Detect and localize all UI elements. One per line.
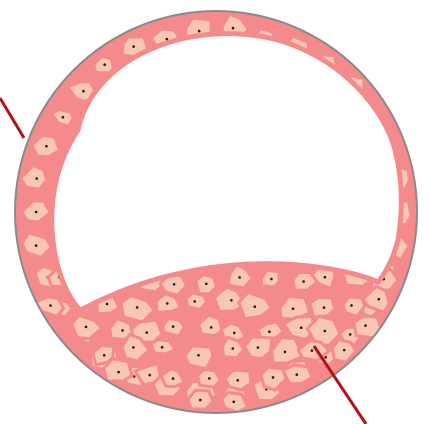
cell-nucleus [136, 306, 139, 309]
cell-nucleus [292, 307, 295, 310]
cell-nucleus [103, 354, 106, 357]
cell-nucleus [233, 332, 236, 335]
cell-nucleus [198, 30, 201, 33]
cell-nucleus [166, 38, 169, 41]
cell-nucleus [378, 298, 381, 301]
cell-nucleus [254, 305, 257, 308]
cell-nucleus [199, 399, 202, 402]
cell [104, 359, 132, 381]
cell-nucleus [85, 326, 88, 329]
cell [354, 316, 382, 337]
cell-nucleus [148, 374, 151, 377]
cell-nucleus [232, 347, 235, 350]
cell-nucleus [82, 90, 85, 93]
cell-nucleus [172, 325, 175, 328]
cell-nucleus [49, 304, 52, 307]
cell-nucleus [132, 346, 135, 349]
cell-nucleus [302, 280, 305, 283]
cell-nucleus [35, 177, 38, 180]
cell-nucleus [324, 330, 327, 333]
cell-nucleus [324, 276, 327, 279]
cell [186, 293, 207, 310]
cell-nucleus [208, 377, 211, 380]
cell-nucleus [350, 304, 353, 307]
cell-nucleus [197, 354, 200, 357]
cell-nucleus [300, 326, 303, 329]
cell-nucleus [193, 300, 196, 303]
cell-nucleus [268, 330, 271, 333]
cell-nucleus [173, 283, 176, 286]
cell-nucleus [257, 346, 260, 349]
cell-nucleus [45, 145, 48, 148]
cell-nucleus [106, 303, 109, 306]
cell-nucleus [103, 63, 106, 66]
cell-nucleus [35, 211, 38, 214]
cell-nucleus [349, 333, 352, 336]
cell-nucleus [35, 244, 38, 247]
cell-nucleus [210, 326, 213, 329]
cell-nucleus [272, 376, 275, 379]
cell-nucleus [161, 346, 164, 349]
cell-nucleus [145, 331, 148, 334]
cell-nucleus [236, 379, 239, 382]
cell-nucleus [364, 324, 367, 327]
cell-nucleus [343, 349, 346, 352]
cell-nucleus [296, 373, 299, 376]
cell-nucleus [172, 377, 175, 380]
cell-nucleus [232, 401, 235, 404]
cell-nucleus [284, 351, 287, 354]
cell-nucleus [323, 306, 326, 309]
cell-nucleus [230, 299, 233, 302]
cell-nucleus [205, 283, 208, 286]
cell [185, 346, 213, 369]
cell-nucleus [132, 45, 135, 48]
cell-nucleus [62, 116, 65, 119]
pointer-line-upper-left [0, 98, 24, 138]
cell-nucleus [117, 371, 120, 374]
cell-nucleus [311, 349, 314, 352]
cell [310, 298, 335, 317]
cell-nucleus [121, 329, 124, 332]
cell-nucleus [270, 278, 273, 281]
cell-nucleus [232, 27, 235, 30]
cell-nucleus [238, 276, 241, 279]
cell-nucleus [166, 302, 169, 305]
